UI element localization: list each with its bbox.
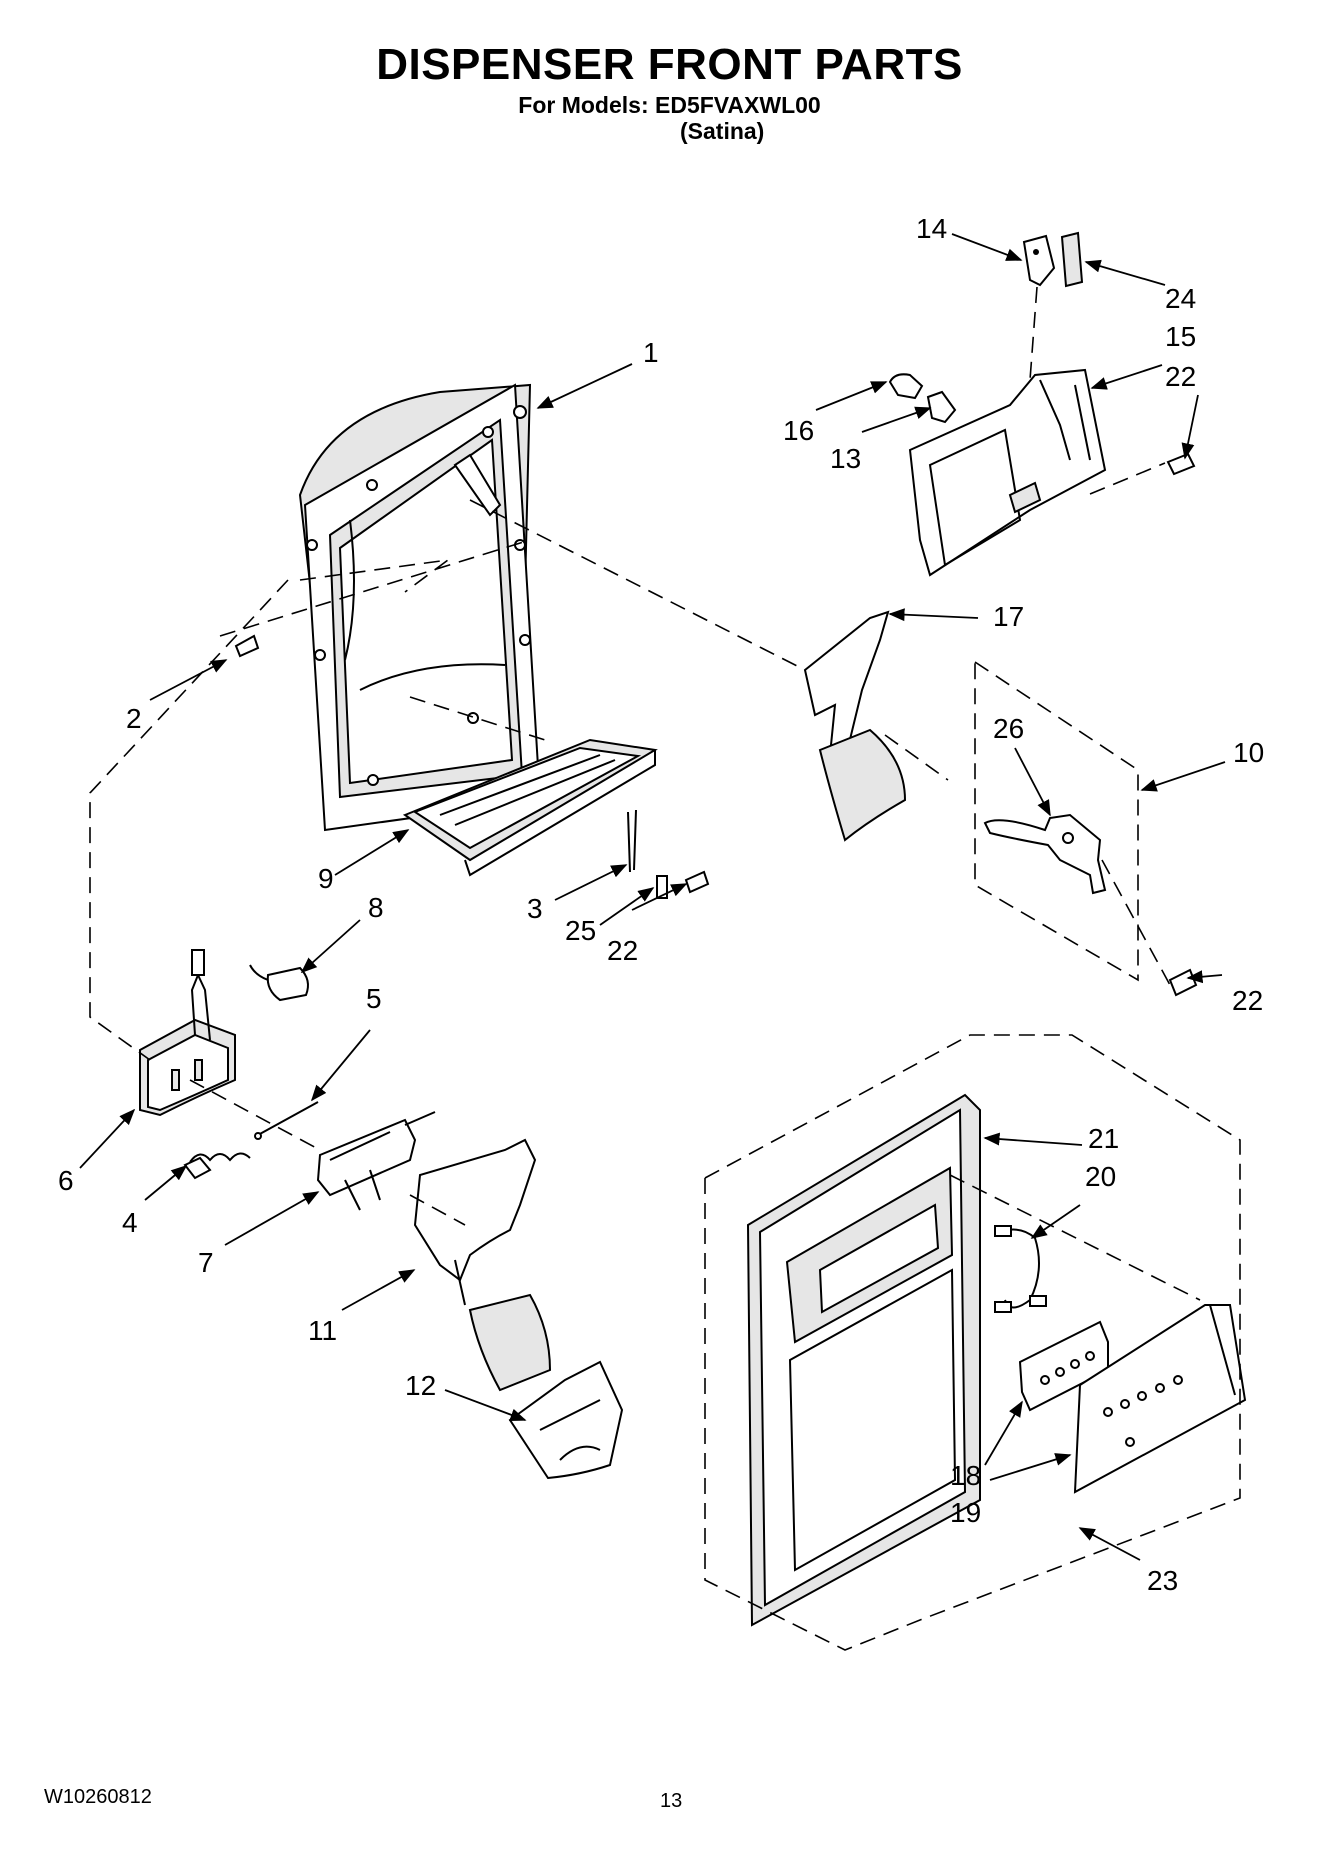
leader-arrows — [79, 233, 1226, 1561]
callout-17: 17 — [993, 601, 1024, 632]
callout-11: 11 — [308, 1315, 337, 1346]
callout-12: 12 — [405, 1370, 436, 1401]
page-number: 13 — [660, 1790, 683, 1812]
callout-6: 6 — [58, 1165, 74, 1196]
part-6-module — [139, 949, 236, 1117]
callout-7: 7 — [198, 1247, 214, 1278]
part-26-lever — [983, 813, 1107, 895]
callout-25: 25 — [565, 915, 596, 946]
part-19-control-panel — [1073, 1304, 1247, 1494]
callout-18: 18 — [950, 1460, 981, 1491]
part-5-rod — [254, 1101, 319, 1140]
part-17-actuator-arm — [803, 610, 907, 842]
part-16-lamp — [888, 373, 924, 400]
part-14-switch — [1022, 234, 1056, 287]
part-12-cup — [508, 1360, 624, 1480]
part-9-drip-tray — [402, 738, 658, 877]
callout-5: 5 — [366, 983, 382, 1014]
callout-4: 4 — [122, 1207, 138, 1238]
callout-9: 9 — [318, 863, 334, 894]
part-25-clip — [656, 875, 668, 899]
callout-22-b: 22 — [1165, 361, 1196, 392]
part-8-solenoid — [249, 964, 309, 1002]
part-7-actuator-block — [316, 1111, 436, 1211]
series-name: (Satina) — [680, 118, 765, 144]
part-4-spring — [183, 1152, 251, 1180]
callout-8: 8 — [368, 892, 384, 923]
callout-labels: 1 2 3 4 5 6 7 8 9 10 11 12 13 14 15 16 1… — [58, 213, 1264, 1596]
part-24-gasket — [1060, 231, 1084, 288]
callout-20: 20 — [1085, 1161, 1116, 1192]
part-13-socket — [926, 390, 957, 424]
page-title: DISPENSER FRONT PARTS — [376, 40, 963, 89]
callout-2: 2 — [126, 703, 142, 734]
callout-10: 10 — [1233, 737, 1264, 768]
callout-21: 21 — [1088, 1123, 1119, 1154]
models-line: For Models: ED5FVAXWL00 — [518, 92, 821, 118]
part-21-front-trim — [746, 1093, 981, 1627]
part-11-water-actuator — [413, 1138, 552, 1392]
callout-16: 16 — [783, 415, 814, 446]
callout-15: 15 — [1165, 321, 1196, 352]
callout-13: 13 — [830, 443, 861, 474]
callout-1: 1 — [643, 337, 659, 368]
assembly-10-box — [974, 660, 1139, 982]
callout-26: 26 — [993, 713, 1024, 744]
assembly-23-box — [704, 1034, 1241, 1651]
part-3-clip — [627, 809, 637, 873]
part-15-bracket — [908, 368, 1107, 577]
callout-23: 23 — [1147, 1565, 1178, 1596]
callout-22-a: 22 — [607, 935, 638, 966]
alignment-lines — [89, 286, 1241, 1651]
callout-3: 3 — [527, 893, 543, 924]
callout-22-c: 22 — [1232, 985, 1263, 1016]
part-20-wire-harness — [994, 1225, 1047, 1313]
callout-14: 14 — [916, 213, 947, 244]
callout-19: 19 — [950, 1497, 981, 1528]
part-2-screw — [234, 634, 260, 658]
document-number: W10260812 — [44, 1786, 152, 1808]
callout-24: 24 — [1165, 283, 1196, 314]
part-1-dispenser-housing — [298, 383, 542, 832]
